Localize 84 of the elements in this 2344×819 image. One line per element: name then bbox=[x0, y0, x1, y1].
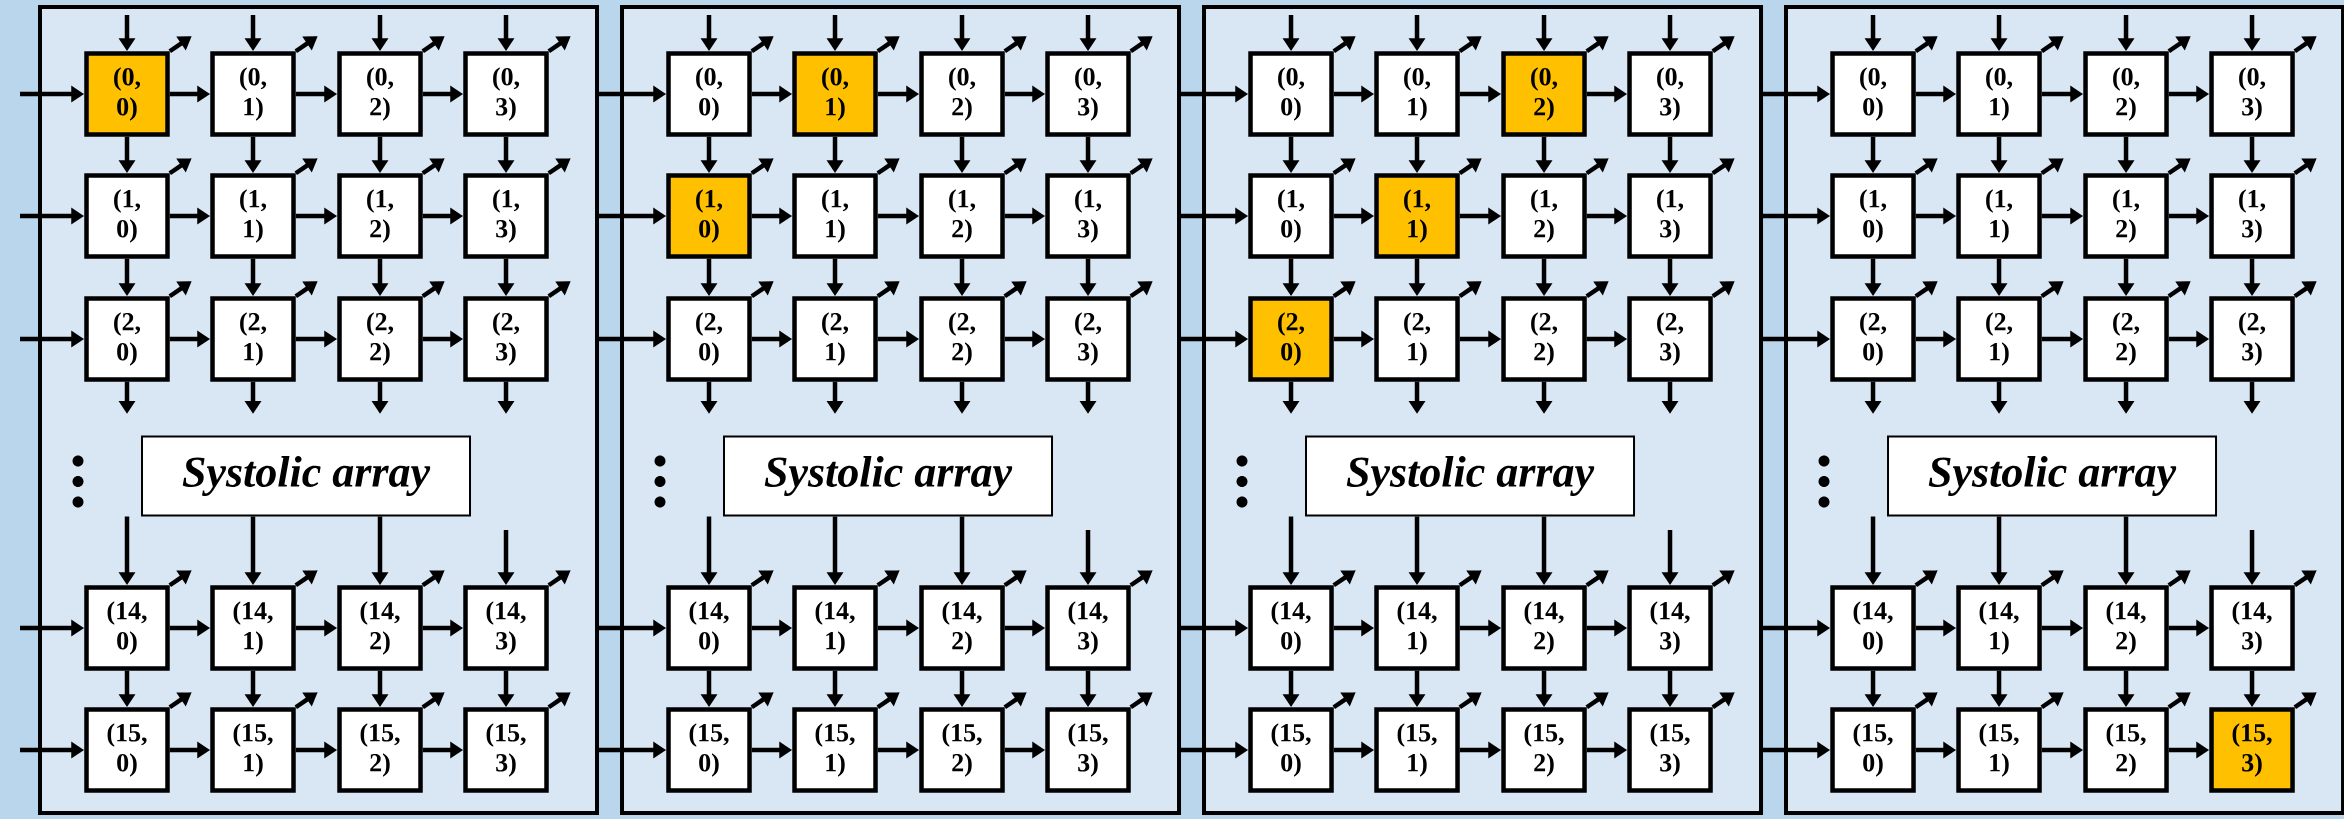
processing-element-box: (2, 3) bbox=[463, 296, 549, 382]
processing-element-box: (14, 2) bbox=[2083, 585, 2169, 671]
processing-element-box: (15, 0) bbox=[1248, 707, 1334, 793]
processing-element-box: (2, 1) bbox=[210, 296, 296, 382]
processing-element-box: (15, 0) bbox=[666, 707, 752, 793]
processing-element-box: (1, 0) bbox=[1830, 173, 1916, 259]
processing-element-box: (15, 1) bbox=[1956, 707, 2042, 793]
processing-element-box: (14, 2) bbox=[919, 585, 1005, 671]
processing-element-box: (15, 0) bbox=[1830, 707, 1916, 793]
processing-element-box: (0, 1) bbox=[1956, 51, 2042, 137]
processing-element-box: (2, 0) bbox=[1248, 296, 1334, 382]
processing-element-box: (1, 0) bbox=[1248, 173, 1334, 259]
processing-element-box: (2, 0) bbox=[666, 296, 752, 382]
processing-element-box: (15, 2) bbox=[337, 707, 423, 793]
processing-element-box: (14, 0) bbox=[1248, 585, 1334, 671]
processing-element-box: (1, 1) bbox=[210, 173, 296, 259]
processing-element-box: (0, 2) bbox=[919, 51, 1005, 137]
processing-element-box: (2, 2) bbox=[1501, 296, 1587, 382]
processing-element-box: (0, 1) bbox=[1374, 51, 1460, 137]
processing-element-box: (0, 2) bbox=[2083, 51, 2169, 137]
processing-element-box: (14, 3) bbox=[2209, 585, 2295, 671]
processing-element-box: (0, 0) bbox=[84, 51, 170, 137]
processing-element-box: (0, 1) bbox=[210, 51, 296, 137]
processing-element-box: (2, 3) bbox=[2209, 296, 2295, 382]
processing-element-box: (14, 2) bbox=[337, 585, 423, 671]
label-box: Systolic array bbox=[1887, 435, 2218, 517]
processing-element-box: (14, 3) bbox=[463, 585, 549, 671]
processing-element-box: (15, 3) bbox=[1627, 707, 1713, 793]
processing-element-box: (1, 0) bbox=[84, 173, 170, 259]
processing-element-box: (1, 2) bbox=[919, 173, 1005, 259]
processing-element-box: (2, 2) bbox=[337, 296, 423, 382]
processing-element-box: (1, 1) bbox=[1956, 173, 2042, 259]
processing-element-box: (1, 3) bbox=[1627, 173, 1713, 259]
processing-element-box: (1, 2) bbox=[2083, 173, 2169, 259]
processing-element-box: (1, 3) bbox=[1045, 173, 1131, 259]
processing-element-box: (2, 0) bbox=[1830, 296, 1916, 382]
processing-element-box: (0, 2) bbox=[1501, 51, 1587, 137]
processing-element-box: (1, 3) bbox=[2209, 173, 2295, 259]
processing-element-box: (2, 0) bbox=[84, 296, 170, 382]
processing-element-box: (15, 2) bbox=[1501, 707, 1587, 793]
processing-element-box: (2, 1) bbox=[1374, 296, 1460, 382]
processing-element-box: (15, 3) bbox=[463, 707, 549, 793]
processing-element-box: (14, 1) bbox=[1374, 585, 1460, 671]
processing-element-box: (15, 2) bbox=[919, 707, 1005, 793]
processing-element-box: (2, 1) bbox=[1956, 296, 2042, 382]
processing-element-box: (14, 2) bbox=[1501, 585, 1587, 671]
processing-element-box: (2, 1) bbox=[792, 296, 878, 382]
processing-element-box: (15, 1) bbox=[1374, 707, 1460, 793]
processing-element-box: (0, 3) bbox=[463, 51, 549, 137]
processing-element-box: (2, 2) bbox=[919, 296, 1005, 382]
processing-element-box: (2, 3) bbox=[1627, 296, 1713, 382]
processing-element-box: (0, 0) bbox=[666, 51, 752, 137]
processing-element-box: (14, 0) bbox=[1830, 585, 1916, 671]
processing-element-box: (15, 1) bbox=[210, 707, 296, 793]
processing-element-box: (14, 0) bbox=[666, 585, 752, 671]
processing-element-box: (15, 1) bbox=[792, 707, 878, 793]
processing-element-box: (1, 2) bbox=[1501, 173, 1587, 259]
processing-element-box: (0, 0) bbox=[1248, 51, 1334, 137]
processing-element-box: (0, 3) bbox=[1627, 51, 1713, 137]
processing-element-box: (0, 0) bbox=[1830, 51, 1916, 137]
processing-element-box: (14, 3) bbox=[1627, 585, 1713, 671]
processing-element-box: (14, 3) bbox=[1045, 585, 1131, 671]
processing-element-box: (0, 1) bbox=[792, 51, 878, 137]
processing-element-box: (1, 1) bbox=[792, 173, 878, 259]
processing-element-box: (0, 3) bbox=[2209, 51, 2295, 137]
processing-element-box: (15, 2) bbox=[2083, 707, 2169, 793]
label-box: Systolic array bbox=[1305, 435, 1635, 517]
label-box: Systolic array bbox=[723, 435, 1053, 517]
processing-element-box: (14, 1) bbox=[210, 585, 296, 671]
processing-element-box: (1, 1) bbox=[1374, 173, 1460, 259]
processing-element-box: (14, 1) bbox=[792, 585, 878, 671]
processing-element-box: (1, 3) bbox=[463, 173, 549, 259]
processing-element-box: (14, 0) bbox=[84, 585, 170, 671]
processing-element-box: (2, 3) bbox=[1045, 296, 1131, 382]
processing-element-box: (0, 2) bbox=[337, 51, 423, 137]
processing-element-box: (1, 2) bbox=[337, 173, 423, 259]
processing-element-box: (0, 3) bbox=[1045, 51, 1131, 137]
processing-element-box: (15, 3) bbox=[1045, 707, 1131, 793]
processing-element-box: (14, 1) bbox=[1956, 585, 2042, 671]
processing-element-box: (1, 0) bbox=[666, 173, 752, 259]
label-box: Systolic array bbox=[141, 435, 471, 517]
processing-element-box: (15, 0) bbox=[84, 707, 170, 793]
processing-element-box: (15, 3) bbox=[2209, 707, 2295, 793]
processing-element-box: (2, 2) bbox=[2083, 296, 2169, 382]
